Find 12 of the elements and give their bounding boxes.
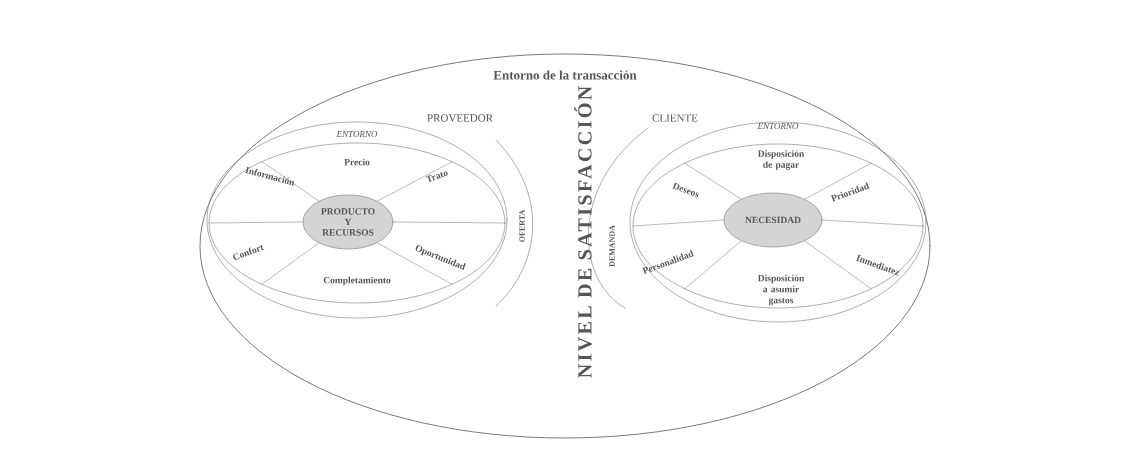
sector-label: Disposición a asumir gastos	[757, 274, 805, 306]
sector-label: Trato	[425, 171, 448, 183]
sector-label: Deseos	[672, 182, 699, 198]
vertical-title: NIVEL DE SATISFACCIÓN	[574, 86, 592, 378]
sector-label: Disposición de pagar	[757, 150, 805, 170]
sector-label: Confort	[233, 244, 265, 260]
sector-label: Precio	[344, 158, 370, 166]
bracket-label: DEMANDA	[609, 225, 615, 267]
bracket-label: OFERTA	[519, 209, 525, 242]
side-label: PROVEEDOR	[427, 114, 493, 122]
sector-label: Completamiento	[323, 276, 391, 286]
side-label: CLIENTE	[652, 114, 698, 122]
